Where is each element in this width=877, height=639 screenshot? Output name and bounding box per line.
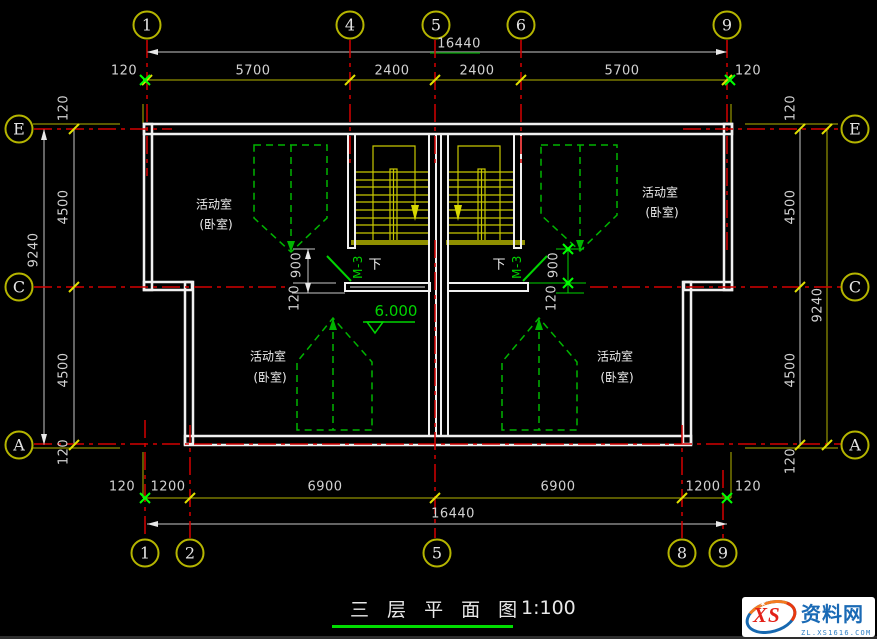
dim-door-left-wall: 120 [287,284,303,312]
room-sublabel-upper-right: (卧室) [645,205,679,220]
room-label-lower-left: 活动室 [249,349,287,364]
logo-site-name: 资料网 [801,601,864,626]
star-icon: ✶ [759,600,767,610]
dim-door-right-wall: 120 [544,284,560,312]
dim-left-total: 9240 [26,232,42,268]
dim-left-seg-3: 120 [56,438,72,466]
logo-domain: ZL.XS1616.COM [801,628,872,637]
drawing-title: 三 层 平 面 图 [350,599,524,621]
door-tag-right: M-3 [510,255,524,279]
logo-oval-icon: ✶ XS [741,594,801,639]
dim-bottom-seg-1: 1200 [150,479,186,495]
dim-ticks-green [139,74,736,504]
axis-bubble-top-6: 6 [506,10,536,40]
level-marker-value: 6.000 [374,302,418,320]
level-marker-symbol [363,321,415,335]
axis-bubble-top-9: 9 [712,10,742,40]
dim-door-left-opening: 900 [289,251,305,279]
axis-bubble-bottom-5: 5 [422,538,452,568]
axis-bubble-top-5: 5 [421,10,451,40]
room-sublabel-lower-left: (卧室) [253,370,287,385]
dim-bottom-seg-3: 6900 [540,479,576,495]
axis-bubble-left-C: C [4,272,34,302]
title-underline [332,625,513,628]
axis-bubble-bottom-8: 8 [667,538,697,568]
axis-bubble-right-C: C [840,272,870,302]
dim-bottom-total: 16440 [431,506,475,522]
exterior-walls [142,122,734,447]
dim-top-seg-5: 120 [734,63,762,79]
dim-ticks-yellow [68,74,833,504]
axis-bubble-bottom-1: 1 [130,538,160,568]
axis-bubble-top-1: 1 [132,10,162,40]
dim-bottom-seg-5: 120 [734,479,762,495]
room-label-upper-left: 活动室 [195,197,233,212]
interior-walls [344,133,529,437]
dim-bottom-seg-4: 1200 [685,479,721,495]
door-tag-left: M-3 [351,255,365,279]
dim-top-seg-1: 5700 [235,63,271,79]
dim-bottom-seg-0: 120 [108,479,136,495]
dim-right-seg-1: 4500 [783,189,799,225]
pentagon-arrowheads [287,240,584,330]
logo-monogram: XS [753,603,781,627]
axis-bubble-top-4: 4 [335,10,365,40]
dashed-pentagon-symbols [253,144,618,431]
room-sublabel-lower-right: (卧室) [600,370,634,385]
axis-bubble-bottom-2: 2 [175,538,205,568]
dim-top-total: 16440 [437,36,481,52]
axis-bubble-right-A: A [840,430,870,460]
dim-left-seg-2: 4500 [56,352,72,388]
room-label-upper-right: 活动室 [641,185,679,200]
stair-down-arrows [411,205,462,221]
dim-right-total: 9240 [810,287,826,323]
window-edge [0,636,877,639]
dim-top-seg-0: 120 [110,63,138,79]
room-label-lower-right: 活动室 [596,349,634,364]
dim-right-seg-2: 4500 [783,352,799,388]
dim-top-seg-4: 5700 [604,63,640,79]
room-sublabel-upper-left: (卧室) [199,217,233,232]
dim-left-seg-1: 4500 [56,189,72,225]
dim-right-seg-0: 120 [783,94,799,122]
stair-down-label-left: 下 [368,257,382,273]
site-logo[interactable]: ✶ XS 资料网 ZL.XS1616.COM [741,594,875,639]
door-dim-lines-right [528,248,586,294]
dim-door-right-opening: 900 [546,251,562,279]
dim-top-seg-2: 2400 [374,63,410,79]
drawing-scale: 1:100 [521,597,576,619]
stairs [355,145,513,244]
dim-right-seg-3: 120 [783,447,799,475]
dim-top-seg-3: 2400 [459,63,495,79]
stair-down-label-right: 下 [492,257,506,273]
axis-bubble-bottom-9: 9 [708,538,738,568]
door-swing-lines [326,255,548,282]
axis-bubble-left-A: A [4,430,34,460]
axis-bubble-left-E: E [4,114,34,144]
dim-left-seg-0: 120 [56,94,72,122]
dim-bottom-seg-2: 6900 [307,479,343,495]
axis-bubble-right-E: E [840,114,870,144]
dim-arrows-white [41,49,727,527]
